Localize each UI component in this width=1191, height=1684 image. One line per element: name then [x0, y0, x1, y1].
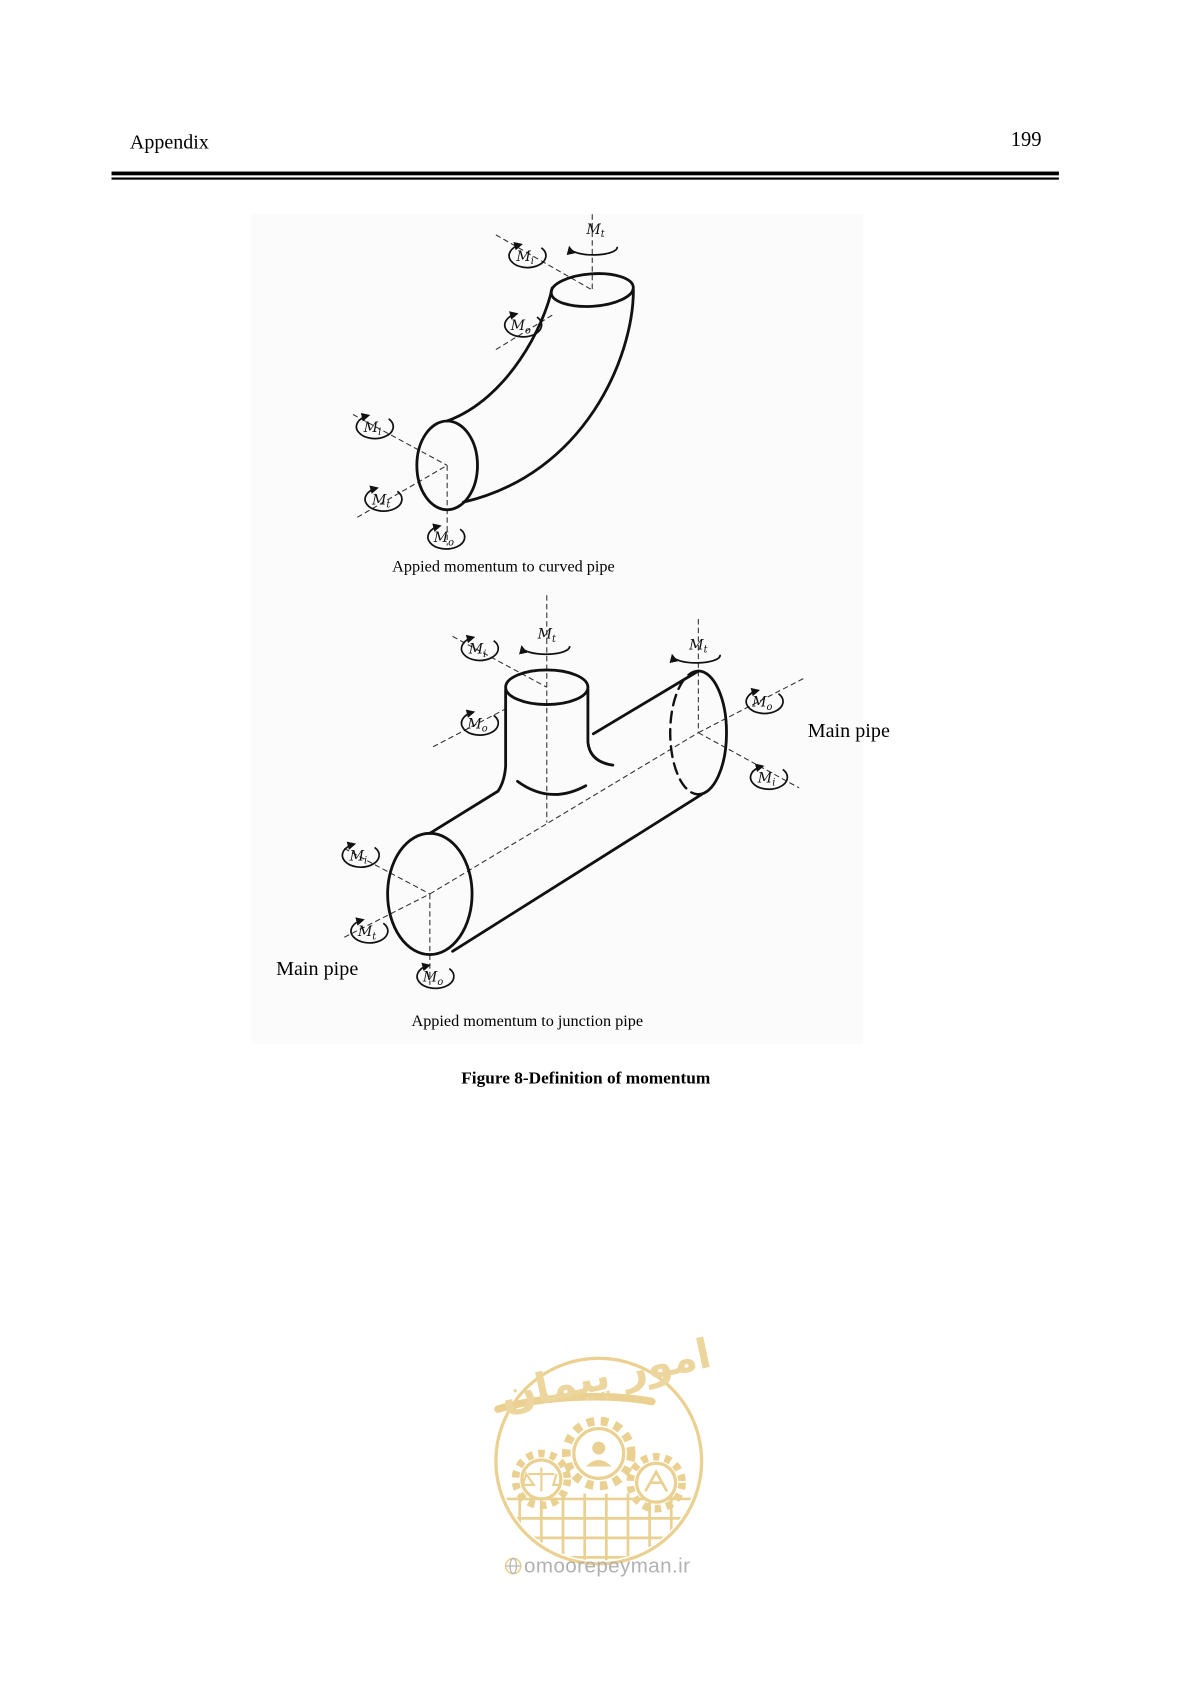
moment-symbol: Mi	[349, 848, 368, 866]
main-pipe-top-edge-right	[591, 669, 700, 736]
rotation-arrow-icon	[460, 634, 500, 662]
seal-ring	[494, 1356, 704, 1566]
seal-swoosh	[494, 1392, 656, 1413]
moment-label: Mi	[460, 634, 500, 662]
curved-pipe-inner-edge	[445, 286, 554, 423]
moment-label: Mi	[341, 841, 381, 869]
moment-symbol: Mt	[688, 637, 707, 655]
rotation-arrow-icon	[745, 687, 784, 715]
moment-label: Mo	[460, 709, 500, 736]
moment-symbol: Mt	[537, 627, 556, 645]
rotation-arrow-icon	[460, 709, 500, 736]
moment-label: Mi	[508, 242, 547, 269]
moment-symbol: Mi	[757, 770, 776, 788]
section-title: Appendix	[130, 131, 209, 153]
moment-label: Mo	[427, 523, 466, 550]
main-pipe-label-right: Main pipe	[808, 720, 890, 742]
gear-icon	[561, 1416, 636, 1491]
curved-pipe-caption: Appied momentum to curved pipe	[392, 557, 615, 575]
branch-pipe-right-side	[586, 687, 615, 767]
moment-label: Mi	[355, 413, 395, 440]
main-pipe-right-end-hidden	[669, 669, 700, 796]
figure-panel	[251, 213, 863, 1045]
moment-symbol: Mi	[515, 249, 534, 267]
junction-pipe-figure: Mi Mt Mo Mt Mo Mi Mi Mt	[276, 595, 890, 1030]
rotation-arrow-icon	[341, 841, 381, 869]
moment-symbol: Mt	[371, 492, 390, 510]
moment-symbol: Mo	[433, 530, 454, 548]
junction-pipe-caption: Appied momentum to junction pipe	[411, 1012, 643, 1030]
moment-label: Mo	[745, 687, 784, 715]
rotation-arrow-icon	[427, 523, 466, 550]
main-pipe-top-edge-left	[428, 789, 500, 835]
moment-symbol: Mo	[422, 970, 443, 988]
rotation-arrow-icon	[355, 413, 395, 440]
figure-title: Figure 8-Definition of momentum	[461, 1068, 711, 1087]
moment-label: Mt	[519, 627, 571, 656]
moment-symbol: Mt	[357, 924, 376, 942]
moment-label: Mt	[364, 485, 403, 512]
rotation-arrow-icon	[350, 917, 389, 944]
branch-intersection-curve	[516, 779, 588, 796]
main-pipe-label-left: Main pipe	[276, 958, 358, 980]
moment-label: Mt	[669, 637, 721, 664]
junction-pipe-drawing	[386, 668, 728, 956]
gear-icon	[626, 1452, 686, 1513]
rotation-arrow-icon	[749, 763, 789, 791]
curved-pipe-axes	[352, 214, 593, 546]
gear-icon	[511, 1449, 572, 1510]
main-pipe-bottom-edge	[451, 792, 704, 953]
junction-pipe-axes	[344, 595, 804, 985]
moment-symbol: Mo	[510, 318, 531, 336]
curved-pipe-outer-edge	[461, 288, 635, 504]
rotation-arrow-icon	[508, 242, 547, 269]
moment-symbol: Mo	[466, 716, 487, 734]
moment-label: Mo	[503, 311, 543, 338]
moment-label: Mi	[749, 763, 789, 791]
watermark-seal: امور پیمان omoorepeyman.ir	[494, 1329, 715, 1578]
header-rule	[111, 171, 1059, 180]
globe-icon	[504, 1557, 522, 1575]
branch-pipe-top-end	[504, 668, 590, 706]
main-pipe-right-end-visible	[696, 669, 728, 796]
rotation-arrow-icon	[416, 962, 455, 990]
rotation-arrow-icon	[519, 645, 571, 656]
moment-symbol: Mo	[751, 695, 772, 713]
rotation-arrow-icon	[669, 653, 721, 664]
moment-symbol: Mi	[468, 642, 487, 660]
page-header: Appendix 199	[111, 129, 1059, 180]
curved-pipe-figure: Mt Mi Mo Mi Mt Mo Appied momentum to cur…	[352, 214, 635, 575]
watermark-website: omoorepeyman.ir	[524, 1555, 690, 1578]
moment-symbol: Mi	[363, 420, 382, 438]
moment-label: Mo	[416, 962, 455, 990]
rotation-arrow-icon	[364, 485, 403, 512]
seal-logo-text: امور پیمان	[496, 1329, 715, 1421]
curved-pipe-drawing	[415, 272, 635, 512]
moment-label: Mt	[350, 917, 389, 944]
branch-pipe-left-side	[496, 687, 508, 793]
moment-label: Mt	[566, 222, 619, 256]
moment-symbol: Mt	[585, 222, 604, 240]
page-number: 199	[1011, 129, 1042, 151]
rotation-arrow-icon	[503, 311, 543, 338]
rotation-arrow-icon	[566, 245, 619, 256]
